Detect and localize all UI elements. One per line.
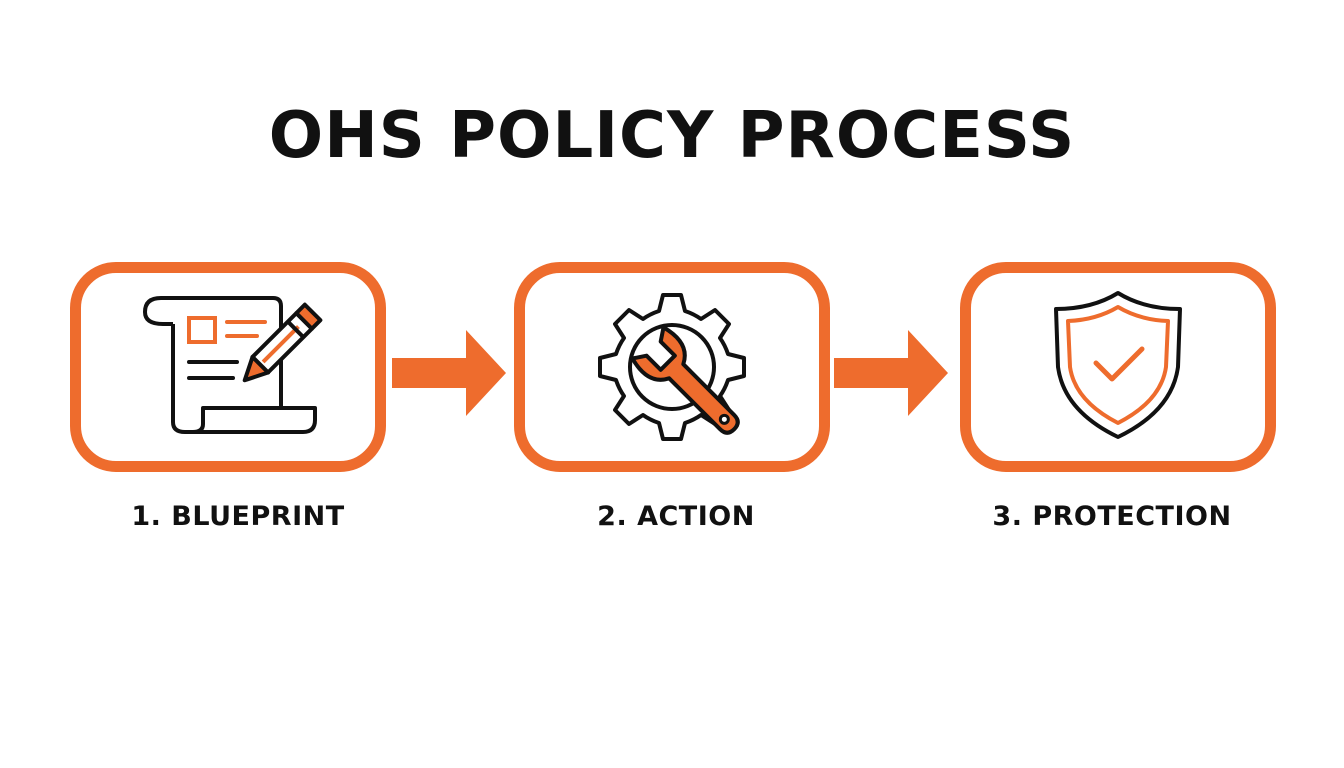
shield-check-icon	[1054, 291, 1182, 439]
step-label-action: 2. ACTION	[597, 501, 755, 532]
page-title: OHS POLICY PROCESS	[268, 99, 1076, 173]
step-box-action	[514, 262, 830, 472]
gear-wrench-icon	[598, 293, 746, 441]
step-label-protection: 3. PROTECTION	[992, 501, 1232, 532]
arrow-right-icon	[834, 330, 948, 416]
step-box-protection	[960, 262, 1276, 472]
document-pencil-icon	[143, 296, 323, 434]
step-label-blueprint: 1. BLUEPRINT	[131, 501, 345, 532]
arrow-right-icon	[392, 330, 506, 416]
step-box-blueprint	[70, 262, 386, 472]
